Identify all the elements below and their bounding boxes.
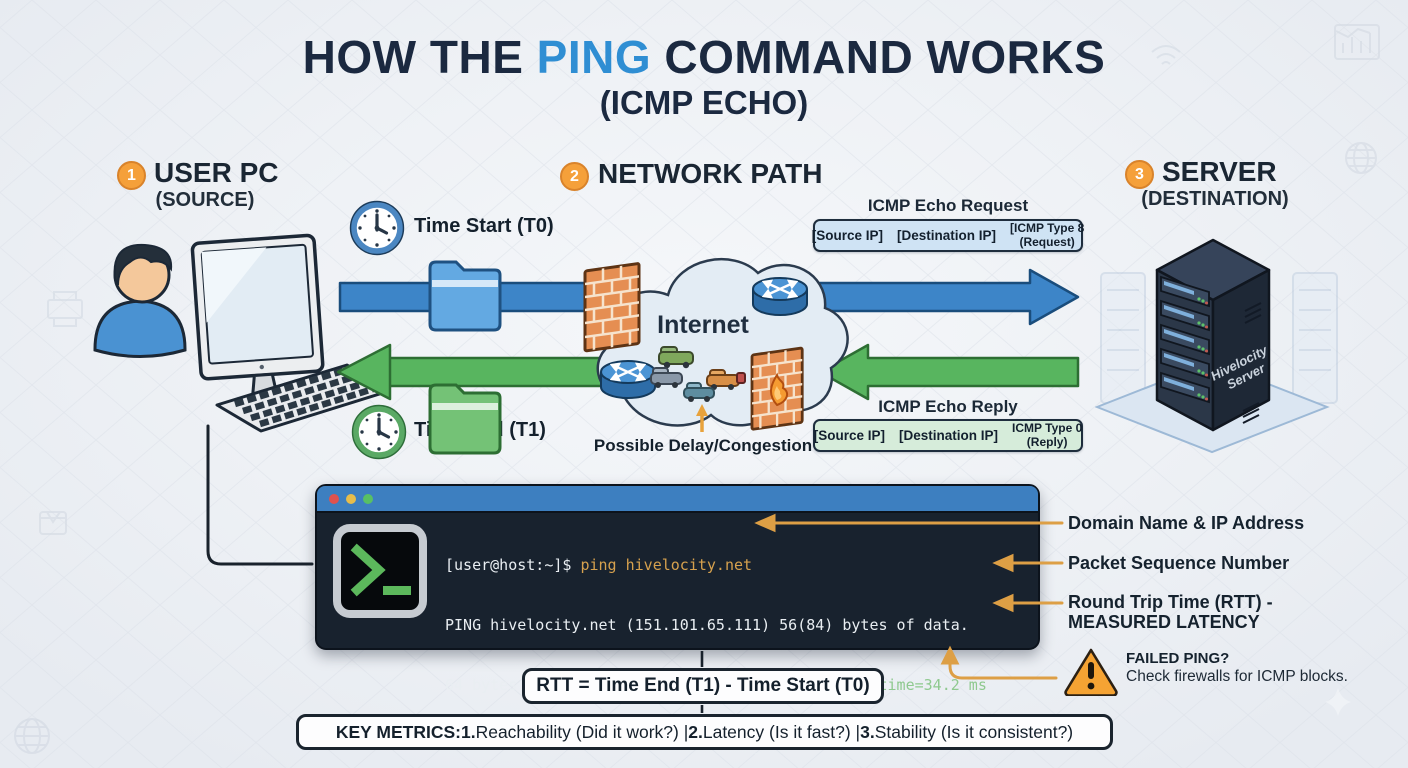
section-user-pc-sublabel: (SOURCE)	[155, 189, 255, 211]
terminal-line-command: [user@host:~]$ ping hivelocity.net	[445, 556, 753, 574]
request-destination-ip: [Destination IP]	[897, 228, 997, 243]
globe-icon	[14, 718, 50, 754]
terminal-titlebar	[317, 486, 1038, 513]
chart-icon	[1334, 24, 1380, 60]
keyboard-icon	[215, 363, 391, 433]
request-arrow-right	[803, 268, 1080, 326]
title-highlight: PING	[536, 31, 652, 83]
step-badge-3: 3	[1125, 160, 1154, 189]
person-icon	[93, 243, 187, 358]
icmp-request-title: ICMP Echo Request	[867, 196, 1029, 215]
icmp-reply-title: ICMP Echo Reply	[878, 397, 1018, 416]
folder-packet-icon	[428, 260, 502, 332]
congestion-pointer-arrow	[696, 404, 708, 432]
section-user-pc-label: USER PC	[154, 157, 279, 188]
clock-time-start-icon	[349, 200, 405, 256]
congestion-label: Possible Delay/Congestion	[593, 436, 813, 455]
icmp-request-packet: [Source IP] [Destination IP] [ICMP Type …	[811, 219, 1085, 252]
icmp-reply-packet: [Source IP] [Destination IP] ICMP Type 0…	[813, 419, 1083, 452]
terminal-icon	[333, 524, 427, 618]
router-icon	[599, 359, 657, 400]
warning-icon	[1064, 648, 1118, 696]
title-post: COMMAND WORKS	[651, 31, 1106, 83]
annotation-domain: Domain Name & IP Address	[1068, 513, 1305, 533]
section-server-sublabel: (DESTINATION)	[1141, 188, 1289, 210]
annotation-rtt-line2: MEASURED LATENCY	[1068, 612, 1260, 632]
firewall-flame-icon	[750, 346, 804, 431]
rtt-formula-box: RTT = Time End (T1) - Time Start (T0)	[522, 668, 884, 704]
terminal-line-output: PING hivelocity.net (151.101.65.111) 56(…	[445, 616, 969, 634]
key-metrics-box: KEY METRICS: 1. Reachability (Did it wor…	[296, 714, 1113, 750]
clock-time-end-icon	[351, 404, 407, 460]
internet-label: Internet	[657, 311, 749, 339]
server-illustration: Hivelocity Server	[1095, 238, 1338, 454]
request-icmp-type: [ICMP Type 8 (Request)	[1010, 221, 1085, 249]
server-vents	[1242, 302, 1262, 424]
step-badge-1: 1	[117, 161, 146, 190]
folder-packet-icon	[428, 383, 502, 455]
annotation-rtt-line1: Round Trip Time (RTT) -	[1068, 592, 1273, 612]
reply-arrow-right	[818, 343, 1080, 401]
step-badge-2: 2	[560, 162, 589, 191]
window-dot-red-icon	[329, 493, 339, 504]
server-slots	[1160, 275, 1210, 404]
printer-icon	[47, 291, 83, 327]
cube-icon	[39, 511, 67, 535]
request-source-ip: [Source IP]	[811, 228, 883, 243]
window-dot-yellow-icon	[346, 493, 356, 504]
reply-destination-ip: [Destination IP]	[899, 428, 999, 443]
reply-icmp-type: ICMP Type 0 (Reply)	[1012, 421, 1083, 449]
section-network-path-label: NETWORK PATH	[598, 158, 823, 189]
section-server-label: SERVER	[1162, 156, 1277, 187]
wifi-icon	[1151, 45, 1181, 65]
page-title: HOW THE PING COMMAND WORKS	[0, 30, 1408, 84]
router-icon	[751, 276, 809, 317]
sparkle-icon	[1325, 688, 1351, 716]
title-pre: HOW THE	[302, 31, 537, 83]
terminal-window: [user@host:~]$ ping hivelocity.net PING …	[315, 484, 1040, 754]
failed-ping-body: Check firewalls for ICMP blocks.	[1126, 668, 1348, 685]
window-dot-green-icon	[363, 493, 373, 504]
globe-icon	[1345, 142, 1377, 174]
page-subtitle: (ICMP ECHO)	[599, 84, 809, 121]
reply-source-ip: [Source IP]	[813, 428, 885, 443]
failed-ping-title: FAILED PING?	[1126, 650, 1230, 667]
background-racks	[1100, 272, 1338, 404]
user-pc-illustration	[93, 233, 391, 433]
traffic-congestion-icon	[650, 346, 746, 402]
annotation-sequence: Packet Sequence Number	[1068, 553, 1290, 573]
network-path-graphic	[336, 258, 1080, 455]
time-start-label: Time Start (T0)	[414, 215, 554, 237]
